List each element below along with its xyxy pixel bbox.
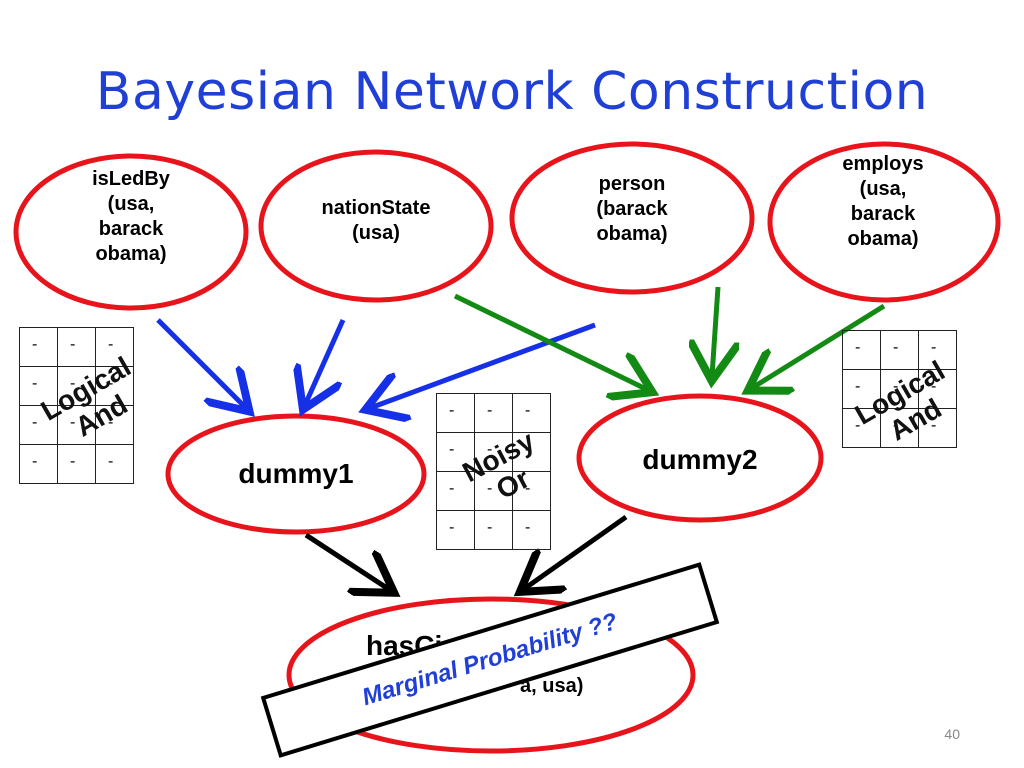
node-person <box>509 141 755 295</box>
node-dummy2 <box>576 393 824 523</box>
node-dummy2-label: dummy2 <box>642 444 758 475</box>
edge-isledby-dummy1 <box>156 318 246 408</box>
node-hascitizen <box>286 596 696 754</box>
node-employs-label: employs (usa, barack obama) <box>842 153 924 250</box>
cpt-table-right: --- --- --- <box>842 330 957 448</box>
node-hascitizen-args: a, usa) <box>520 675 584 697</box>
node-nationstate-label: nationState (usa) <box>321 197 431 244</box>
edge-dummy2-hascitizen <box>524 514 628 589</box>
edge-nationstate-dummy1 <box>305 318 346 405</box>
page-number: 40 <box>944 726 960 742</box>
node-isledby-label: isLedBy (usa, barack obama) <box>92 168 170 265</box>
node-dummy1-label: dummy1 <box>238 458 354 489</box>
node-employs <box>767 141 1001 303</box>
edge-employs-dummy2 <box>752 303 886 388</box>
cpt-table-left: --- --- --- --- <box>19 327 134 484</box>
edge-nationstate-dummy2 <box>453 293 648 390</box>
edge-person-dummy1 <box>370 322 596 408</box>
node-isledby <box>13 153 249 311</box>
cpt-table-middle: --- --- --- --- <box>436 393 551 550</box>
edge-person-dummy2 <box>712 286 718 376</box>
node-person-label: person (barack obama) <box>596 173 668 245</box>
edge-dummy1-hascitizen <box>304 532 390 590</box>
slide-title: Bayesian Network Construction <box>95 62 929 122</box>
node-nationstate <box>258 149 494 303</box>
